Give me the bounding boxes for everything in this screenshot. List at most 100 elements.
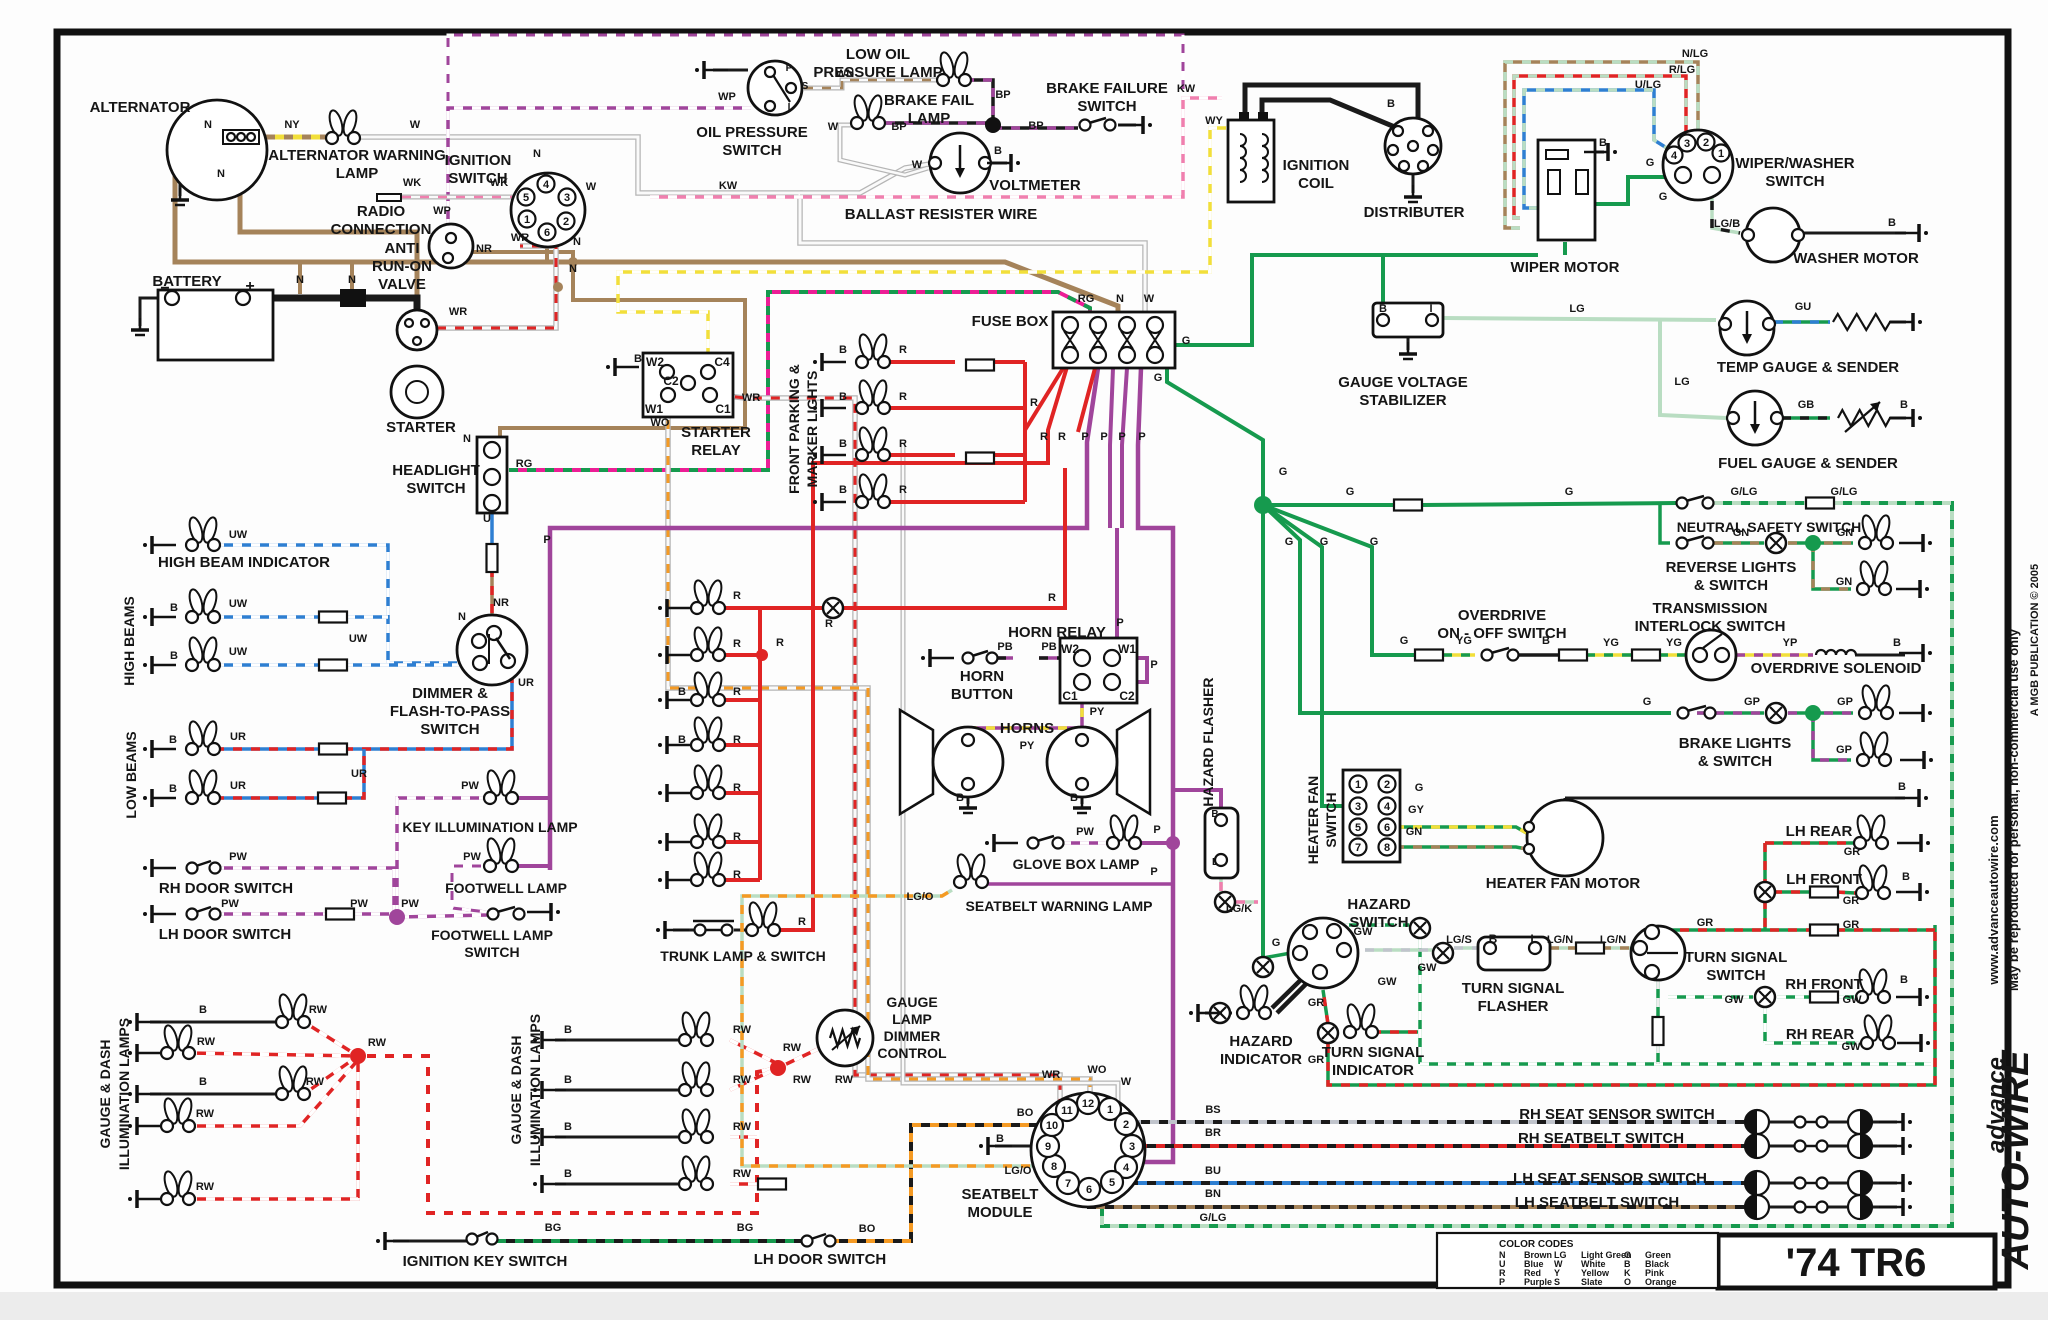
wl-pw-6: PW <box>463 851 481 863</box>
brake-fail-lamp-label-2: LAMP <box>908 110 951 127</box>
wl-gw-5: GW <box>1843 994 1863 1006</box>
wl-r-15: R <box>733 782 741 794</box>
wl-g-4: G <box>1659 191 1668 203</box>
wl-wy: WY <box>1205 115 1223 127</box>
wl-g-14: G <box>1370 536 1379 548</box>
wl-py-2: PY <box>1020 740 1035 752</box>
wl-wn: WN <box>836 68 854 80</box>
wl-rw-2: RW <box>197 1036 216 1048</box>
wl-b-1: B <box>994 145 1002 157</box>
ignition-switch-label-1: IGNITION <box>445 152 512 169</box>
ts-flasher-label-2: FLASHER <box>1478 998 1549 1015</box>
temp-gauge-label: TEMP GAUGE & SENDER <box>1717 359 1899 376</box>
wl-lg-1: LG <box>1569 303 1584 315</box>
wl-b-30: B <box>564 1168 572 1180</box>
illum-left-label-2: ILLUMINATION LAMPS <box>116 1018 132 1170</box>
wiper-motor-label: WIPER MOTOR <box>1511 259 1620 276</box>
wl-gr-1: GR <box>1308 997 1325 1009</box>
heater-fan-switch-label-1: HEATER FAN <box>1305 776 1321 864</box>
wl-pw-3: PW <box>221 898 239 910</box>
legend-u-name: Blue <box>1524 1259 1544 1269</box>
wl-bp-1: BP <box>995 89 1010 101</box>
wl-rg-1: RG <box>1078 293 1095 305</box>
overdrive-switch-label-1: OVERDRIVE <box>1458 607 1546 624</box>
wl-ur-1: UR <box>230 731 246 743</box>
ts-indicator-label-1: TURN SIGNAL <box>1322 1044 1425 1061</box>
wl-gr-5: GR <box>1844 846 1861 858</box>
pl-oil-i: I <box>788 102 791 113</box>
wl-p-4: P <box>1138 431 1145 443</box>
wl-r-16: R <box>733 831 741 843</box>
wl-bo-2: BO <box>859 1223 876 1235</box>
wl-lgo-1: LG/O <box>907 891 934 903</box>
wl-b-6: B <box>634 353 642 365</box>
hp-4: 4 <box>1384 801 1391 813</box>
legend-lg: LG <box>1554 1250 1567 1260</box>
wl-rw-12: RW <box>793 1074 812 1086</box>
wl-uw-3: UW <box>229 646 248 658</box>
wl-gw-1: GW <box>1354 926 1374 938</box>
wl-pw-2: PW <box>229 851 247 863</box>
fuse-box-label: FUSE BOX <box>972 313 1049 330</box>
wl-lgn-2: LG/N <box>1600 934 1626 946</box>
wl-b-16: B <box>678 734 686 746</box>
wl-r-12: R <box>1048 592 1056 604</box>
interlock-switch-label-2: INTERLOCK SWITCH <box>1635 618 1786 635</box>
wl-b-13: B <box>839 438 847 450</box>
wl-g-9: G <box>1279 466 1288 478</box>
ts-flasher-label-1: TURN SIGNAL <box>1462 980 1565 997</box>
legend-k: K <box>1624 1268 1631 1278</box>
wl-nr-2: NR <box>493 597 509 609</box>
wl-bo-1: BO <box>1017 1107 1034 1119</box>
wl-kw-2: KW <box>1177 83 1196 95</box>
tr6-title: '74 TR6 <box>1786 1241 1927 1285</box>
wl-gw-4: GW <box>1725 994 1745 1006</box>
diagram-border <box>53 28 2012 1289</box>
wl-bu: BU <box>1205 1165 1221 1177</box>
wl-r-9: R <box>733 638 741 650</box>
lh-door-switch-label: LH DOOR SWITCH <box>159 926 292 943</box>
wl-wp-2: WP <box>718 91 736 103</box>
battery-plus: + <box>245 278 254 295</box>
wp-3: 3 <box>1684 138 1690 150</box>
mp-11: 11 <box>1061 1105 1073 1117</box>
pl-tf-l: L <box>1530 932 1537 946</box>
anti-runon-valve-label-2: RUN-ON <box>372 258 432 275</box>
horn-button-label-1: HORN <box>960 668 1004 685</box>
glove-box-lamp-label: GLOVE BOX LAMP <box>1013 856 1140 872</box>
hp-2: 2 <box>1384 779 1390 791</box>
overdrive-switch-label-2: ON - OFF SWITCH <box>1437 625 1566 642</box>
wl-b-24: B <box>996 1133 1004 1145</box>
alt-warning-lamp-label-1: ALTERNATOR WARNING <box>268 147 446 164</box>
seatbelt-module-label-2: MODULE <box>968 1204 1033 1221</box>
wl-p-8: P <box>1153 824 1160 836</box>
wl-n-7: N <box>348 274 356 286</box>
legend-r: R <box>1499 1268 1506 1278</box>
pl-oil-s: S <box>802 81 809 92</box>
stabilizer-label-1: GAUGE VOLTAGE <box>1338 374 1467 391</box>
legend-s-name: Slate <box>1581 1277 1603 1287</box>
footwell-lamp-label: FOOTWELL LAMP <box>445 880 567 896</box>
ip-5: 5 <box>523 192 529 204</box>
wl-g-11: G <box>1565 486 1574 498</box>
mp-12: 12 <box>1082 1098 1094 1110</box>
wl-b-11: B <box>839 344 847 356</box>
wl-b-7: B <box>170 602 178 614</box>
stabilizer-label-2: STABILIZER <box>1359 392 1446 409</box>
wl-b-21: B <box>1542 635 1550 647</box>
wl-b-18: B <box>1070 792 1078 804</box>
wl-uw-4: UW <box>349 633 368 645</box>
ts-switch-label-1: TURN SIGNAL <box>1685 949 1788 966</box>
dimmer-control-label-3: DIMMER <box>884 1028 941 1044</box>
ts-indicator-label-2: INDICATOR <box>1332 1062 1414 1079</box>
mp-8: 8 <box>1051 1161 1057 1173</box>
wl-bp-3: BP <box>891 121 906 133</box>
wl-pb-1: PB <box>997 641 1012 653</box>
battery-minus: − <box>160 280 169 297</box>
wl-py-1: PY <box>1090 706 1105 718</box>
wl-gw-6: GW <box>1842 1041 1862 1053</box>
wl-b-26: B <box>199 1076 207 1088</box>
hazard-indicator-label-1: HAZARD <box>1229 1033 1292 1050</box>
wl-b-10: B <box>169 783 177 795</box>
